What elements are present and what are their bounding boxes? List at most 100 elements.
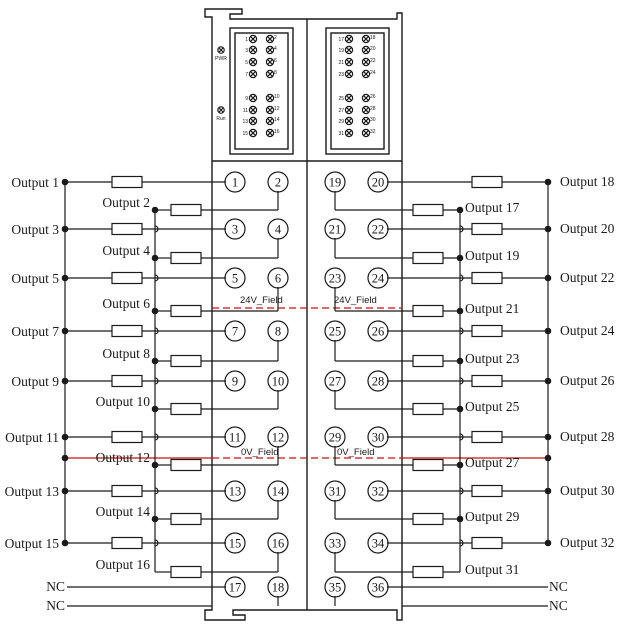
junction-dot (456, 357, 464, 365)
channel-led-label: 10 (274, 94, 280, 100)
junction-dot (61, 225, 69, 233)
resistor (412, 402, 444, 416)
resistor (471, 374, 503, 388)
wires (61, 175, 552, 607)
led-icon (265, 93, 275, 103)
output-label-left-outer: Output 15 (5, 536, 60, 551)
resistor (170, 251, 202, 265)
resistor (412, 512, 444, 526)
led-icon (265, 116, 275, 126)
terminal-number: 18 (272, 581, 285, 595)
terminal-number: 21 (329, 223, 342, 237)
channel-led-label: 17 (338, 37, 344, 43)
field-label-24v-right: 24V_Field (334, 295, 377, 306)
channel-led-label: 7 (245, 72, 248, 78)
terminal-24 (367, 267, 389, 289)
led-panel-left (234, 32, 289, 150)
led-cross (250, 71, 256, 77)
led-cross (267, 71, 273, 77)
led-icon (361, 93, 371, 103)
led-cross (250, 95, 256, 101)
output-label-left-inner: Output 2 (102, 195, 150, 210)
wire-crossover (154, 487, 159, 495)
terminal-19 (324, 171, 346, 193)
nc-label-left: NC (46, 598, 65, 613)
led-icon (248, 105, 258, 115)
led-ring (248, 45, 258, 55)
terminal-number: 27 (329, 375, 342, 389)
junction-dot (456, 515, 464, 523)
wire-crossover (459, 225, 464, 233)
terminal-11 (224, 426, 246, 448)
resistor (170, 565, 202, 579)
junction-dot (544, 454, 552, 462)
channel-led-label: 3 (245, 48, 248, 54)
led-ring (248, 34, 258, 44)
led-ring (265, 45, 275, 55)
terminal-4 (267, 218, 289, 240)
wire-crossover (459, 433, 464, 441)
led-ring (344, 34, 354, 44)
resistor (111, 271, 143, 285)
led-cross (250, 118, 256, 124)
output-label-right-inner: Output 19 (465, 248, 520, 263)
led-icon (361, 34, 371, 44)
channel-led-label: 25 (338, 96, 344, 102)
terminal-18 (267, 576, 289, 598)
output-label-right-outer: Output 20 (560, 221, 615, 236)
led-icon (248, 116, 258, 126)
led-cross (346, 107, 352, 113)
terminal-number: 33 (329, 537, 342, 551)
terminal-22 (367, 218, 389, 240)
output-label-right-outer: Output 28 (560, 429, 615, 444)
led-cross (267, 107, 273, 113)
junction-dot (61, 274, 69, 282)
resistor (412, 354, 444, 368)
led-icon (248, 34, 258, 44)
output-label-left-outer: Output 9 (11, 374, 59, 389)
resistor (471, 430, 503, 444)
terminal-6 (267, 267, 289, 289)
wire-crossover (154, 433, 159, 441)
led-icon (361, 69, 371, 79)
terminal-3 (224, 218, 246, 240)
led-icon (361, 45, 371, 55)
led-icon (265, 57, 275, 67)
wire-crossover (154, 377, 159, 385)
wire-crossover (459, 274, 464, 282)
channel-led-label: 13 (242, 119, 248, 125)
led-icon (344, 57, 354, 67)
led-ring (361, 116, 371, 126)
channel-led-label: 9 (245, 96, 248, 102)
output-label-left-inner: Output 4 (102, 243, 150, 258)
terminal-number: 36 (372, 581, 385, 595)
terminal-number: 7 (232, 325, 238, 339)
resistor (111, 222, 143, 236)
field-label-0v-right: 0V_Field (337, 447, 375, 458)
resistor (170, 458, 202, 472)
junction-dot (456, 405, 464, 413)
led-cross (218, 107, 224, 113)
terminal-number: 30 (372, 431, 385, 445)
terminal-20 (367, 171, 389, 193)
terminal-number: 19 (329, 176, 342, 190)
led-ring (361, 93, 371, 103)
led-ring (265, 93, 275, 103)
terminal-25 (324, 320, 346, 342)
resistor (170, 512, 202, 526)
output-label-right-outer: Output 32 (560, 535, 614, 550)
junction-dot (544, 327, 552, 335)
output-label-right-inner: Output 27 (465, 455, 520, 470)
output-label-right-outer: Output 22 (560, 270, 614, 285)
led-icon (265, 69, 275, 79)
terminal-number: 14 (272, 485, 285, 499)
terminal-2 (267, 171, 289, 193)
junction-dot (151, 515, 159, 523)
terminal-number: 32 (372, 485, 385, 499)
led-ring (265, 128, 275, 138)
housing-outline (204, 8, 403, 621)
output-label-right-inner: Output 29 (465, 509, 520, 524)
channel-led-label: 27 (338, 108, 344, 114)
terminal-number: 31 (329, 485, 342, 499)
